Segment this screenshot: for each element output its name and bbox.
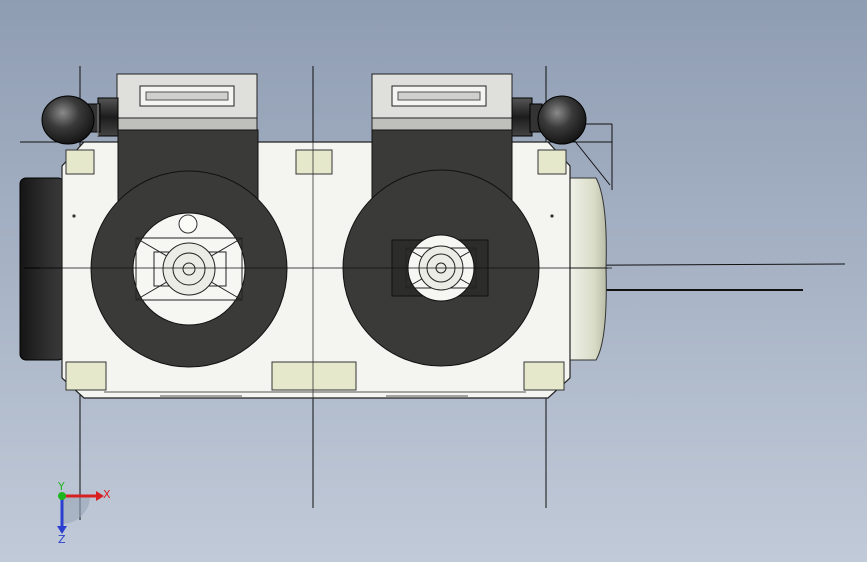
left-cable-gland (41, 95, 119, 145)
triad-plane-patch (62, 496, 90, 524)
left-solenoid-coil (90, 129, 288, 368)
right-end-cap (567, 177, 608, 361)
right-connector-housing (371, 73, 513, 135)
y-axis-dot (58, 492, 66, 500)
z-axis-label: Z (58, 533, 66, 546)
right-cable-gland (511, 95, 587, 145)
left-connector-housing (116, 73, 258, 135)
x-axis-label: X (103, 488, 111, 501)
right-solenoid-coil (342, 129, 540, 367)
z-axis-arrowhead (57, 526, 67, 534)
y-axis-label: Y (57, 480, 65, 493)
left-end-plug (19, 177, 65, 361)
reference-triad[interactable]: X Y Z (57, 480, 111, 546)
x-axis-arrowhead (96, 491, 104, 501)
